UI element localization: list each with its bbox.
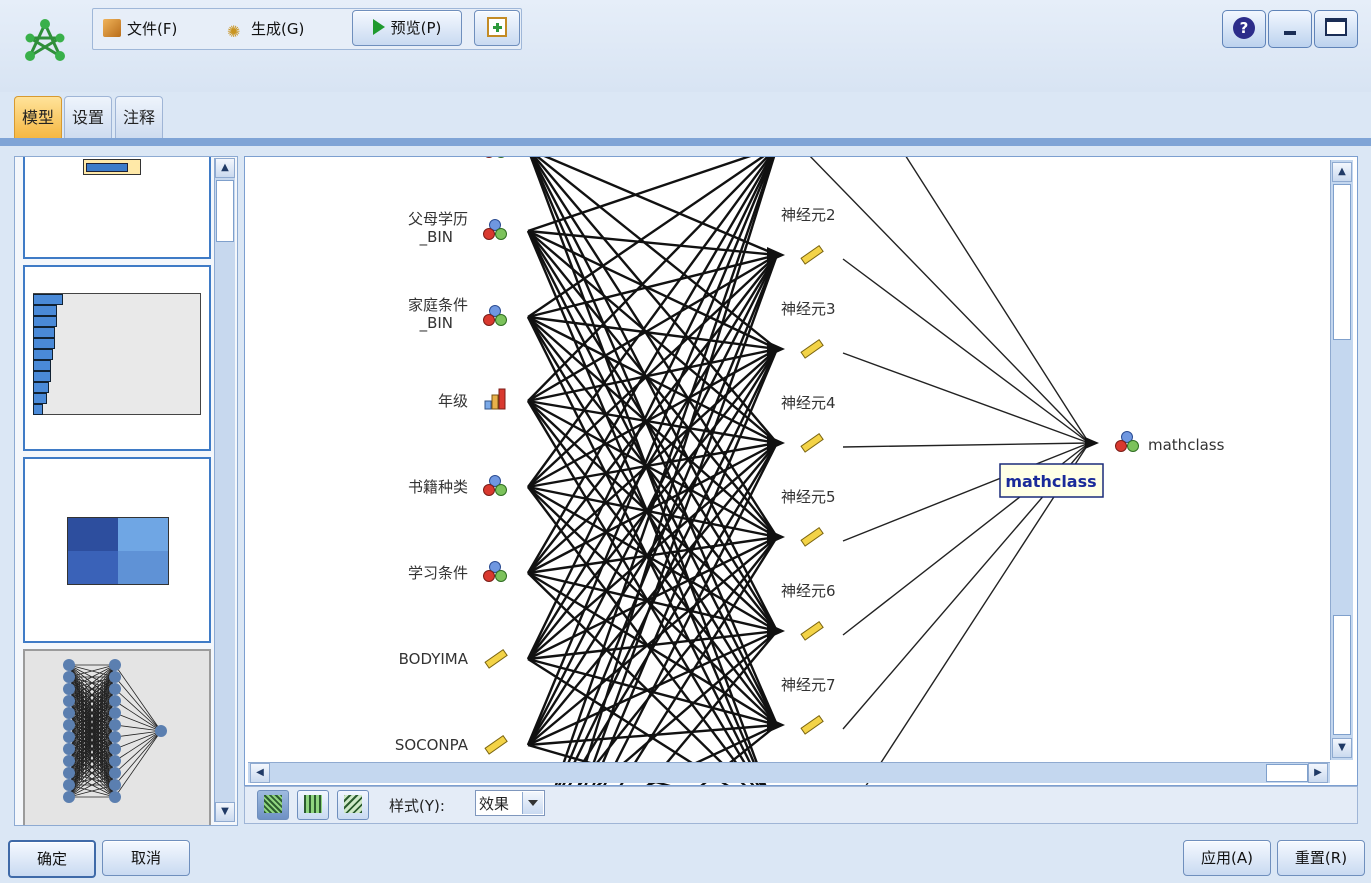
minimize-icon <box>1284 31 1296 35</box>
cancel-button[interactable]: 取消 <box>102 840 190 876</box>
range-ruler-icon <box>800 244 824 265</box>
ordinal-bar-icon <box>484 388 506 410</box>
input-node-label: 年级 <box>438 392 468 410</box>
scroll-up-arrow-icon[interactable]: ▲ <box>1332 162 1352 182</box>
thumbnail-2[interactable] <box>23 265 211 451</box>
tab-model[interactable]: 模型 <box>14 96 62 139</box>
tab-strip <box>0 138 1371 146</box>
view-mode-effects-button[interactable] <box>257 790 289 820</box>
add-to-project-button[interactable] <box>474 10 520 46</box>
add-document-icon <box>487 17 507 37</box>
style-dropdown[interactable]: 效果 <box>475 790 545 816</box>
minimize-button[interactable] <box>1268 10 1312 48</box>
scroll-down-arrow-icon[interactable]: ▼ <box>215 802 235 822</box>
canvas-horizontal-scrollbar[interactable]: ◀ ▶ <box>248 762 1330 783</box>
set-type-icon <box>483 561 507 582</box>
scroll-thumb-lower <box>1333 615 1351 735</box>
tab-notes[interactable]: 注释 <box>115 96 163 139</box>
network-simple-icon <box>304 795 322 813</box>
preview-button[interactable]: 预览(P) <box>352 10 462 46</box>
input-node-label: SOCONPA <box>395 736 469 754</box>
apply-button[interactable]: 应用(A) <box>1183 840 1271 876</box>
hidden-neuron-label: 神经元4 <box>781 394 836 412</box>
input-node-label: ... <box>454 157 468 158</box>
set-type-icon <box>483 305 507 326</box>
hidden-neuron-label: 神经元7 <box>781 676 836 694</box>
hidden-neuron-label: 神经元2 <box>781 206 836 224</box>
set-type-icon <box>483 475 507 496</box>
preview-label: 预览(P) <box>390 19 442 37</box>
network-lines-icon <box>344 795 362 813</box>
play-icon <box>372 19 385 35</box>
hidden-neuron-label: 神经元6 <box>781 582 836 600</box>
thumbnail-scrollbar[interactable]: ▲ ▼ <box>214 158 235 822</box>
generate-menu-label: 生成(G) <box>251 20 305 38</box>
output-tooltip-box <box>999 463 1104 498</box>
set-type-icon <box>1115 431 1139 452</box>
hidden-neuron-label: 神经元3 <box>781 300 836 318</box>
output-tooltip-text: mathclass <box>1005 472 1096 491</box>
range-ruler-icon <box>484 734 508 755</box>
output-node-label: mathclass <box>1148 436 1225 454</box>
set-type-icon <box>485 157 505 158</box>
thumbnail-4-selected[interactable] <box>23 649 211 825</box>
reset-button[interactable]: 重置(R) <box>1277 840 1365 876</box>
view-mode-lines-button[interactable] <box>337 790 369 820</box>
view-mode-simple-button[interactable] <box>297 790 329 820</box>
maximize-button[interactable] <box>1314 10 1358 48</box>
generate-icon: ✺ <box>227 22 241 41</box>
input-node-label: 父母学历_BIN <box>408 210 468 247</box>
input-node-label: 学习条件 <box>408 564 468 582</box>
network-view-icon <box>264 795 282 813</box>
help-button[interactable]: ? <box>1222 10 1266 48</box>
view-toolbar: 样式(Y): 效果 <box>244 786 1358 824</box>
range-ruler-icon <box>800 714 824 735</box>
thumbnail-3[interactable] <box>23 457 211 643</box>
file-box-icon <box>103 19 121 37</box>
file-menu[interactable]: 文件(F) <box>103 17 177 41</box>
hidden-neuron-label: 神经元5 <box>781 488 836 506</box>
input-node-label: BODYIMA <box>399 650 469 668</box>
range-ruler-icon <box>800 432 824 453</box>
scroll-thumb[interactable] <box>216 180 234 242</box>
scroll-up-arrow-icon[interactable]: ▲ <box>215 158 235 178</box>
set-type-icon <box>483 219 507 240</box>
model-thumbnail-panel <box>14 156 238 826</box>
style-value: 效果 <box>479 795 510 813</box>
network-logo-icon <box>25 19 65 61</box>
tab-settings[interactable]: 设置 <box>64 96 112 139</box>
chevron-down-icon <box>522 792 543 814</box>
scroll-left-arrow-icon[interactable]: ◀ <box>250 763 270 783</box>
range-ruler-icon <box>800 526 824 547</box>
scroll-down-arrow-icon[interactable]: ▼ <box>1332 738 1352 758</box>
input-node-label: 书籍种类 <box>408 478 468 496</box>
range-ruler-icon <box>800 338 824 359</box>
range-ruler-icon <box>800 620 824 641</box>
generate-menu[interactable]: ✺ 生成(G) <box>227 17 304 41</box>
scroll-thumb[interactable] <box>1266 764 1308 782</box>
ok-button[interactable]: 确定 <box>8 840 96 878</box>
range-ruler-icon <box>484 648 508 669</box>
scroll-right-arrow-icon[interactable]: ▶ <box>1308 763 1328 783</box>
thumbnail-1[interactable] <box>23 157 211 259</box>
network-thumbnail-icon <box>63 659 167 803</box>
style-label: 样式(Y): <box>389 797 445 815</box>
maximize-icon <box>1325 18 1347 36</box>
scroll-thumb[interactable] <box>1333 184 1351 340</box>
help-icon: ? <box>1233 17 1255 39</box>
file-menu-label: 文件(F) <box>127 20 178 38</box>
canvas-vertical-scrollbar[interactable]: ▲ ▼ <box>1330 160 1353 760</box>
input-node-label: 家庭条件_BIN <box>408 296 468 333</box>
